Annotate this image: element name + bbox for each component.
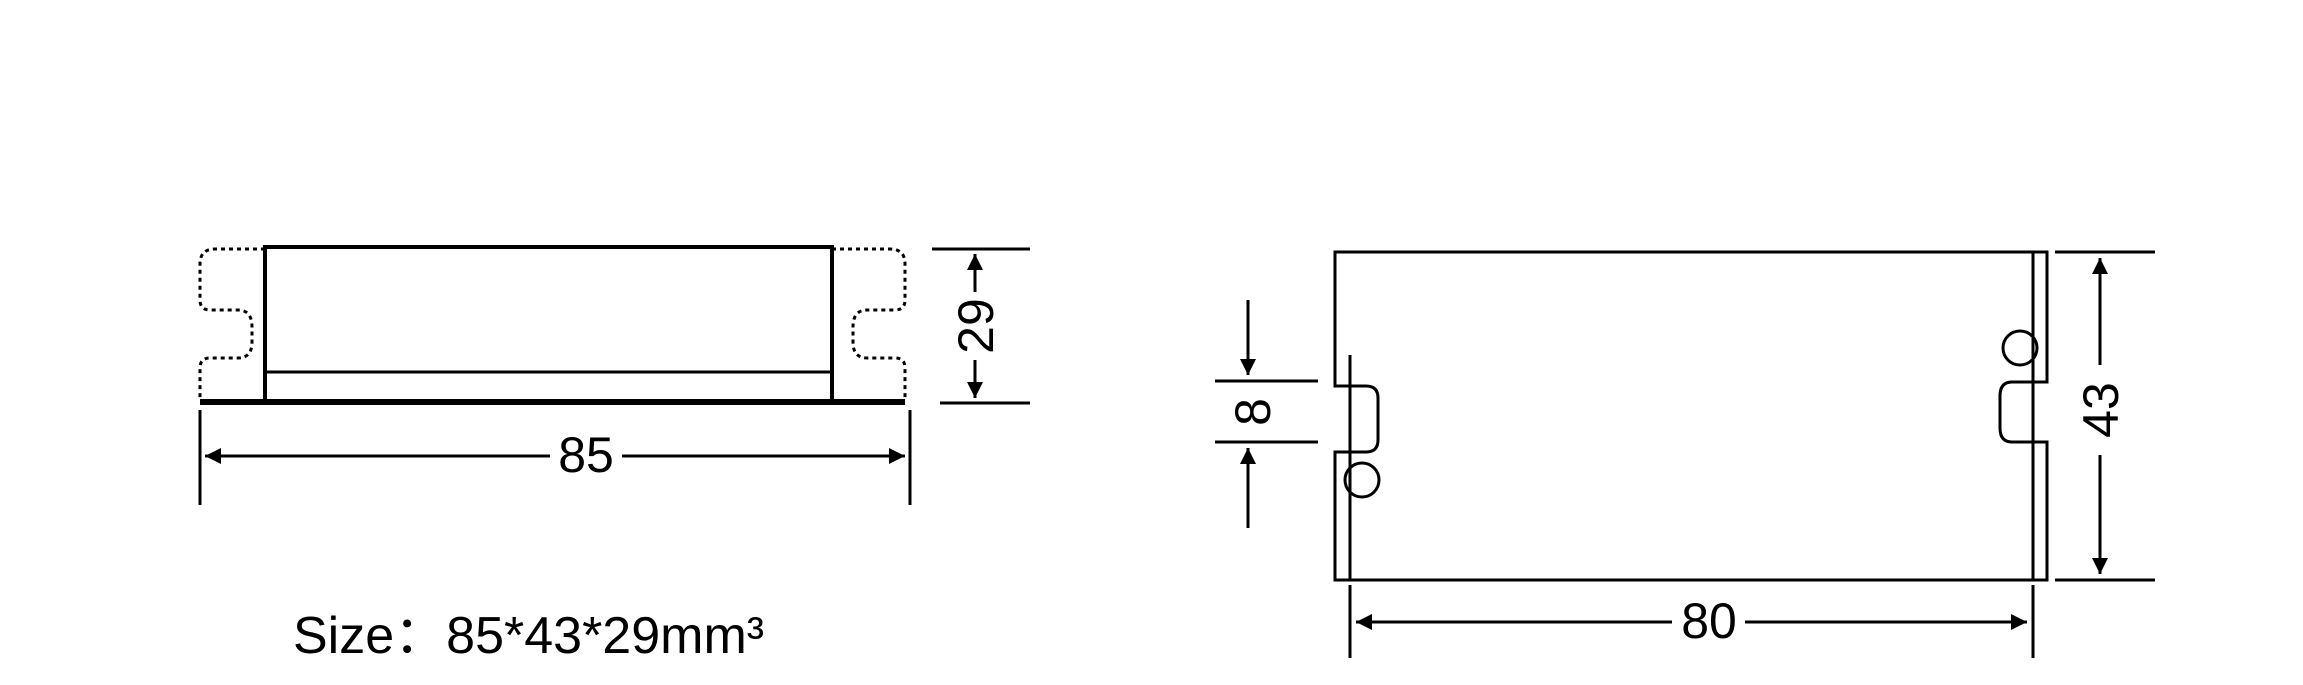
- side-view: [198, 245, 907, 405]
- size-caption: Size：85*43*29mm³: [293, 607, 764, 665]
- dimension-label-80: 80: [1681, 593, 1737, 649]
- side-view-right-ear: [832, 247, 907, 400]
- dimension-label-29: 29: [948, 298, 1004, 354]
- side-view-body: [263, 245, 834, 404]
- mounting-hole-left: [1343, 461, 1381, 499]
- dimension-80: [1348, 585, 2035, 658]
- dimension-label-8: 8: [1225, 398, 1281, 426]
- dimension-label-85: 85: [558, 427, 614, 483]
- top-view: [1333, 250, 2049, 582]
- dimension-label-43: 43: [2073, 382, 2129, 438]
- mounting-hole-right: [2001, 329, 2039, 367]
- dimension-29: [932, 247, 1030, 405]
- dimension-43: [2055, 250, 2155, 582]
- dimension-85: [198, 410, 912, 505]
- side-view-left-ear: [198, 247, 265, 400]
- dimension-8: [1215, 300, 1318, 528]
- top-view-outline: [1333, 250, 2049, 582]
